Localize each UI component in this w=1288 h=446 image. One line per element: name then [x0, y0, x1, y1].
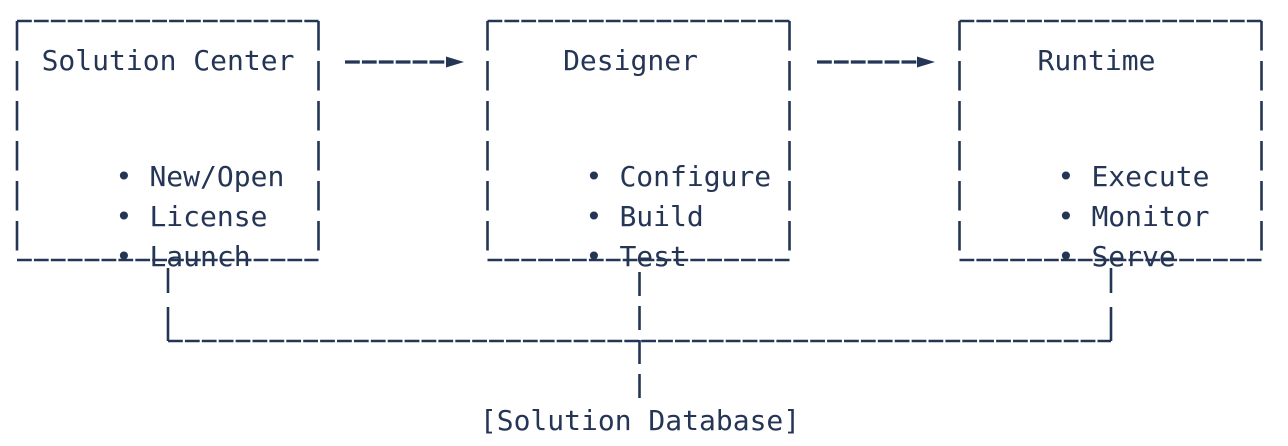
database-label: [Solution Database] — [479, 404, 801, 437]
bullet-icon: • — [585, 200, 603, 233]
bullet-icon: • — [1057, 160, 1075, 193]
bullet-icon: • — [115, 160, 133, 193]
bullet-icon: • — [585, 160, 603, 193]
node-box-solution-center — [15, 19, 320, 262]
list-item: • Serve — [990, 203, 1176, 273]
arrow-right-icon — [345, 56, 464, 68]
list-item-label: Configure — [619, 160, 772, 193]
arrow-right-icon — [817, 56, 935, 68]
bullet-icon: • — [115, 200, 133, 233]
bullet-icon: • — [1057, 200, 1075, 233]
list-item: • Execute — [990, 123, 1210, 193]
bullet-icon: • — [115, 240, 133, 273]
list-item: • Configure — [518, 123, 772, 193]
node-title-designer: Designer — [563, 44, 698, 77]
bullet-icon: • — [585, 240, 603, 273]
list-item-label: Test — [619, 240, 687, 273]
list-item-label: Execute — [1091, 160, 1210, 193]
list-item: • Build — [518, 163, 704, 233]
list-item: • Test — [518, 203, 687, 273]
bullet-icon: • — [1057, 240, 1075, 273]
list-item: • Monitor — [990, 163, 1210, 233]
list-item-label: Build — [619, 200, 704, 233]
list-item-label: Launch — [149, 240, 251, 273]
list-item: • Launch — [48, 203, 251, 273]
list-item-label: Serve — [1091, 240, 1176, 273]
list-item: • License — [48, 163, 268, 233]
list-item: • New/Open — [48, 123, 285, 193]
list-item-label: New/Open — [149, 160, 285, 193]
list-item-label: Monitor — [1091, 200, 1210, 233]
list-item-label: License — [149, 200, 268, 233]
node-title-runtime: Runtime — [1037, 44, 1156, 77]
node-title-solution-center: Solution Center — [41, 44, 295, 77]
connector-lines — [166, 268, 1113, 400]
